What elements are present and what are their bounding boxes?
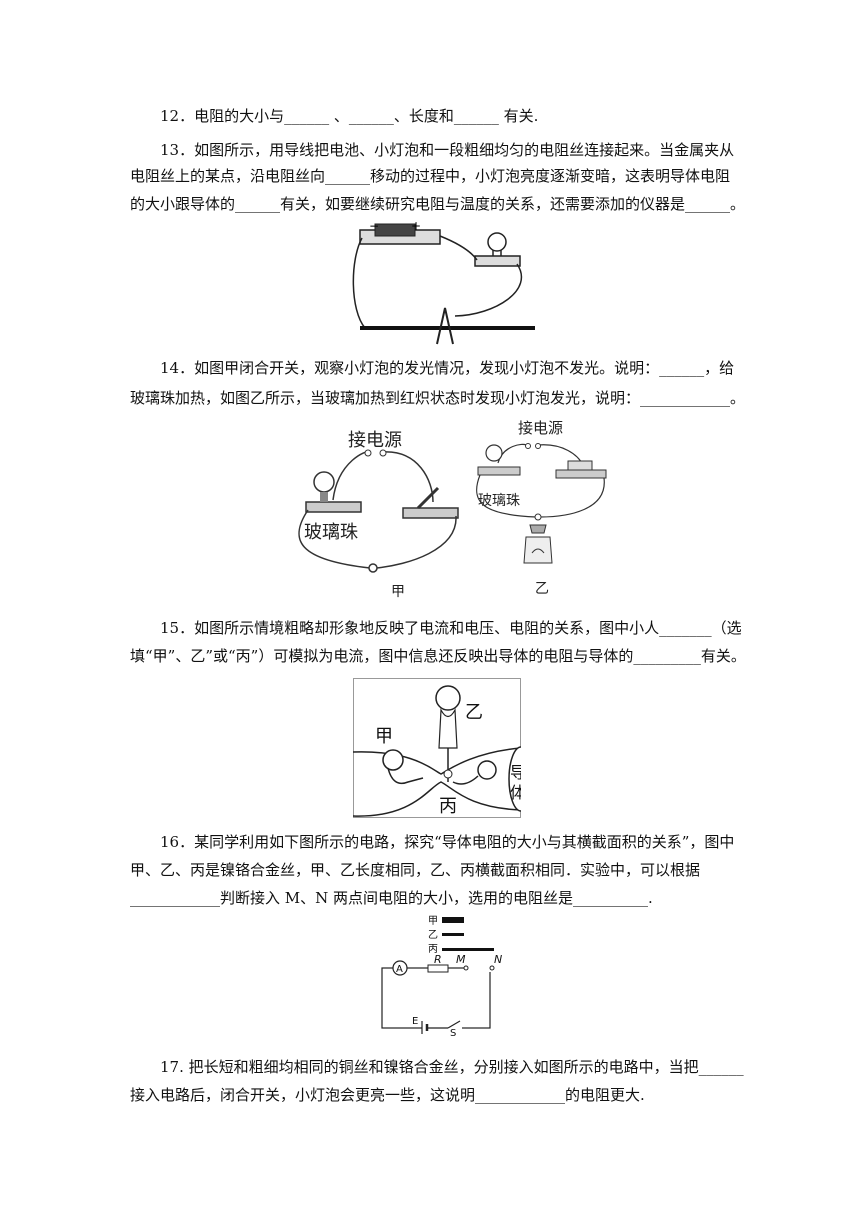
q14-text-1: 14．如图甲闭合开关，观察小灯泡的发光情况，发现小灯泡不发光。说明：______… bbox=[160, 359, 735, 377]
bulb-icon bbox=[313, 471, 335, 493]
ammeter-icon bbox=[392, 960, 408, 976]
point-n-label: N bbox=[494, 953, 502, 966]
q15-text-1: 15．如图所示情境粗略却形象地反映了电流和电压、电阻的关系，图中小人______… bbox=[160, 619, 742, 637]
person-a-icon bbox=[382, 749, 404, 771]
switch-icon bbox=[567, 460, 593, 471]
svg-text:−: − bbox=[369, 220, 379, 233]
power-label: 接电源 bbox=[518, 419, 563, 437]
caption-a: 甲 bbox=[391, 584, 405, 600]
wire-c-label: 丙 bbox=[428, 944, 438, 955]
glass-bead bbox=[534, 513, 542, 521]
switch-icon bbox=[447, 1020, 461, 1029]
glass-bead bbox=[368, 563, 378, 573]
label-a: 甲 bbox=[375, 726, 393, 747]
q17-text-2: 接入电路后，闭合开关，小灯泡会更亮一些，这说明____________的电阻更大… bbox=[130, 1086, 645, 1104]
conductor-end bbox=[508, 746, 521, 812]
resistor-icon bbox=[427, 964, 449, 973]
wire-b bbox=[442, 933, 464, 936]
battery-label: E bbox=[412, 1016, 418, 1027]
bulb-holder bbox=[477, 466, 521, 476]
wire-a-label: 甲 bbox=[428, 916, 438, 927]
point-n bbox=[489, 965, 495, 971]
switch-icon bbox=[416, 486, 440, 510]
wire-c bbox=[442, 948, 494, 951]
battery bbox=[374, 223, 416, 237]
point-m-label: M bbox=[456, 953, 466, 966]
switch-base bbox=[402, 507, 459, 519]
q14-figure-a: 接电源 玻璃珠 甲 bbox=[298, 430, 459, 600]
power-label: 接电源 bbox=[348, 430, 402, 451]
label-c: 丙 bbox=[439, 796, 457, 817]
switch-label: S bbox=[450, 1028, 456, 1036]
q16-text-2: 甲、乙、丙是镍铬合金丝，甲、乙长度相同，乙、丙横截面积相同．实验中，可以根据 bbox=[130, 861, 701, 879]
person-b-icon bbox=[435, 685, 461, 711]
wire-a bbox=[442, 917, 464, 923]
q14-figure-b: 接电源 玻璃珠 乙 bbox=[476, 419, 607, 597]
bead-label: 玻璃珠 bbox=[304, 522, 358, 543]
ammeter-label: A bbox=[396, 964, 403, 975]
q17-text-1: 17. 把长短和粗细均相同的铜丝和镍铬合金丝，分别接入如图所示的电路中，当把__… bbox=[160, 1058, 744, 1076]
alcohol-lamp-icon bbox=[523, 536, 553, 564]
caption-b: 乙 bbox=[535, 581, 549, 597]
bulb-icon bbox=[487, 232, 507, 252]
q13-circuit-figure: + − bbox=[352, 220, 535, 345]
q13-text-3: 的大小跟导体的______有关，如要继续研究电阻与温度的关系，还需要添加的仪器是… bbox=[130, 195, 746, 213]
flame-icon bbox=[529, 524, 547, 534]
q15-text-2: 填“甲”、乙”或“丙”）可模拟为电流，图中信息还反映出导体的电阻与导体的____… bbox=[130, 647, 746, 665]
label-b: 乙 bbox=[465, 702, 483, 723]
q13-text-2: 电阻丝上的某点，沿电阻丝向______移动的过程中，小灯泡亮度逐渐变暗，这表明导… bbox=[130, 167, 731, 185]
bulb-base bbox=[474, 255, 521, 267]
conductor-char-2: 体 bbox=[510, 783, 521, 802]
point-m bbox=[463, 965, 469, 971]
q16-text-3: ____________判断接入 M、N 两点间电阻的大小，选用的电阻丝是___… bbox=[130, 889, 653, 907]
conductor-char-1: 导 bbox=[510, 763, 521, 782]
switch-base bbox=[555, 469, 607, 479]
q16-circuit-figure: 甲 乙 丙 A R M N E S bbox=[381, 916, 502, 1036]
svg-text:+: + bbox=[411, 220, 421, 233]
bulb-holder bbox=[305, 501, 362, 513]
q16-text-1: 16．某同学利用如下图所示的电路，探究“导体电阻的大小与其横截面积的关系”，图中 bbox=[160, 833, 735, 851]
q13-text-1: 13．如图所示，用导线把电池、小灯泡和一段粗细均匀的电阻丝连接起来。当金属夹从 bbox=[160, 141, 735, 159]
q14-text-2: 玻璃珠加热，如图乙所示，当玻璃加热到红炽状态时发现小灯泡发光，说明：______… bbox=[130, 389, 746, 407]
q15-figure: 导 体 甲 乙 丙 bbox=[353, 678, 521, 818]
bead-label: 玻璃珠 bbox=[478, 492, 520, 509]
person-c-icon bbox=[477, 760, 497, 780]
bulb-icon bbox=[485, 444, 503, 462]
circuit-loop bbox=[381, 967, 491, 1029]
q12-text: 12．电阻的大小与______ 、______、长度和______ 有关. bbox=[160, 107, 539, 125]
wire-b-label: 乙 bbox=[428, 929, 438, 941]
resistor-label: R bbox=[434, 953, 442, 966]
metal-clip-icon bbox=[436, 307, 454, 345]
